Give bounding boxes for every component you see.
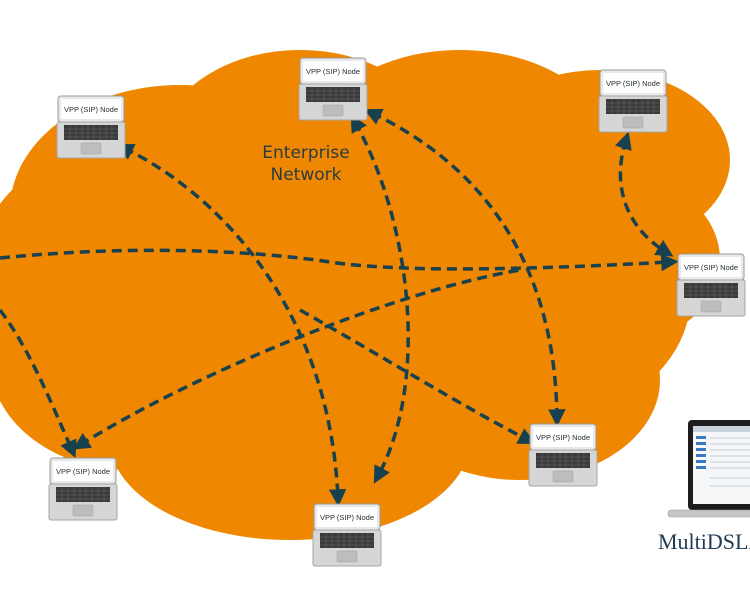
connection-arrow (299, 308, 536, 445)
connection-arrow (615, 131, 674, 257)
vpp-node: VPP (SIP) Node (312, 503, 382, 567)
connection-arrow (72, 268, 521, 450)
cloud-label-line2: Network (271, 165, 342, 185)
node-label: VPP (SIP) Node (536, 433, 590, 442)
node-label: VPP (SIP) Node (306, 67, 360, 76)
node-label: VPP (SIP) Node (64, 105, 118, 114)
brand-label: MultiDSLA (658, 529, 750, 554)
vpp-node: VPP (SIP) Node (56, 95, 126, 159)
connection-arrow (116, 144, 347, 507)
vpp-node: VPP (SIP) Node (528, 423, 598, 487)
node-label: VPP (SIP) Node (56, 467, 110, 476)
vpp-node: VPP (SIP) Node (298, 57, 368, 121)
node-label: VPP (SIP) Node (320, 513, 374, 522)
vpp-node: VPP (SIP) Node (676, 253, 746, 317)
multidsla-laptop (667, 420, 750, 518)
connection-arrow (0, 308, 77, 459)
connection-arrow (364, 108, 566, 427)
connections (0, 108, 679, 507)
node-label: VPP (SIP) Node (684, 263, 738, 272)
vpp-node: VPP (SIP) Node (598, 69, 668, 133)
cloud-label-line1: Enterprise (262, 143, 349, 163)
vpp-node: VPP (SIP) Node (48, 457, 118, 521)
connection-arrow (350, 114, 410, 484)
node-label: VPP (SIP) Node (606, 79, 660, 88)
